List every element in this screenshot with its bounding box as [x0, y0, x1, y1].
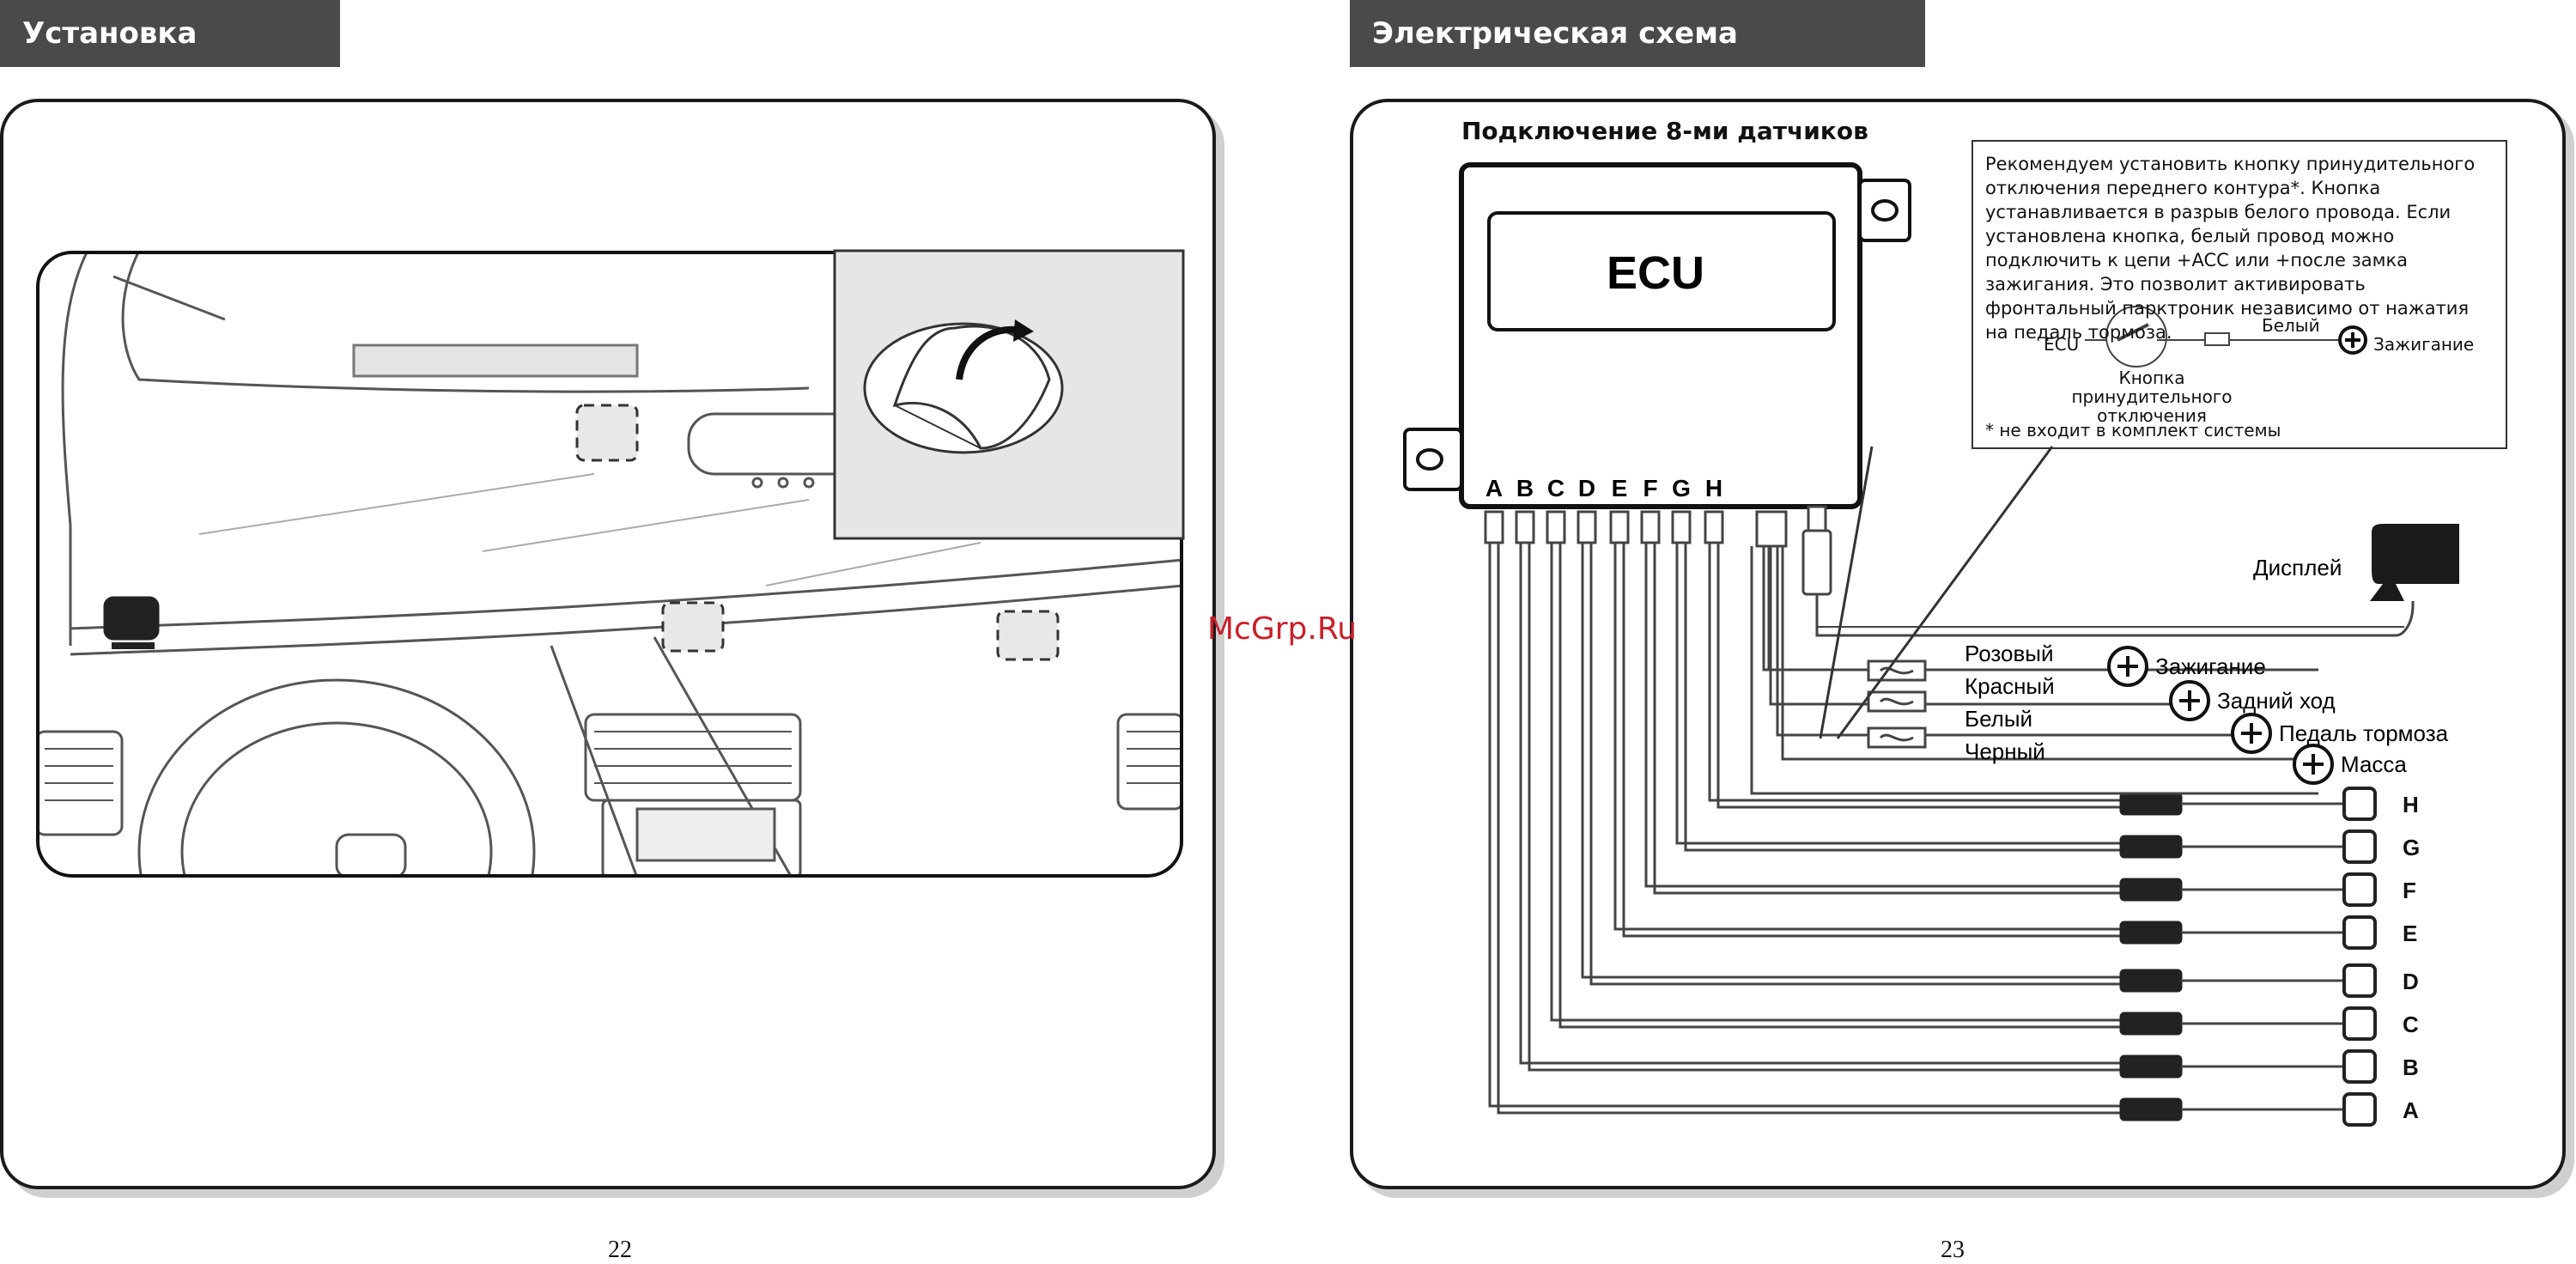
sensor-a — [2342, 1092, 2377, 1127]
left-page-header: Установка дисплея — [0, 0, 340, 118]
sensor-wire-h — [1708, 543, 2121, 802]
sensor-wire-f — [1644, 543, 2121, 888]
wire-color-label: Розовый — [1965, 641, 2053, 666]
plus-icon — [2231, 713, 2272, 754]
wire-target-label: Масса — [2341, 751, 2407, 777]
ecu-port-a: A — [1485, 475, 1503, 501]
sensor-connector-b — [2119, 1054, 2183, 1079]
right-page-header: Электрическая схема подключения — [1350, 0, 1925, 118]
watermark: McGrp.Ru — [1207, 611, 1358, 647]
wire-target-label: Зажигание — [2155, 653, 2266, 679]
left-page-number: 22 — [608, 1237, 632, 1263]
ecu-port-d: D — [1578, 475, 1595, 501]
port-connector-h — [1704, 510, 1724, 544]
sensor-g — [2342, 830, 2377, 864]
note-mini-diagram — [2085, 306, 2367, 368]
port-connector-e — [1609, 510, 1630, 544]
sensor-d — [2342, 963, 2377, 998]
sensor-connector-d — [2119, 969, 2183, 993]
port-connector-c — [1546, 510, 1566, 544]
sensor-label-e: E — [2403, 921, 2417, 946]
wire-color-label: Белый — [1965, 706, 2032, 732]
sensor-connector-h — [2119, 792, 2183, 816]
sensor-connector-e — [2119, 921, 2183, 945]
plus-icon — [2169, 680, 2210, 721]
power-wires — [1750, 505, 2415, 795]
sensor-connector-c — [2119, 1012, 2183, 1036]
note-footnote: * не входит в комплект системы — [1985, 420, 2281, 441]
port-connector-b — [1515, 510, 1535, 544]
sensor-h — [2342, 787, 2377, 821]
wire-target-label: Педаль тормоза — [2279, 720, 2449, 746]
ecu-port-e: E — [1612, 475, 1628, 501]
sensor-label-h: H — [2403, 792, 2419, 817]
recommendation-note: Рекомендуем установить кнопку принудител… — [1971, 140, 2507, 449]
sensor-label-a: A — [2403, 1097, 2419, 1123]
port-connector-g — [1671, 510, 1692, 544]
ecu-port-f: F — [1643, 475, 1657, 501]
wire-target-label: Задний ход — [2217, 688, 2336, 714]
ecu-port-c: C — [1547, 475, 1564, 501]
sensor-wire-c — [1550, 543, 2121, 1022]
ground-icon — [2293, 744, 2334, 785]
sensor-connector-g — [2119, 835, 2183, 859]
inset-mount-detail — [833, 249, 1185, 540]
fuse-holders — [1867, 659, 1927, 749]
port-connector-d — [1577, 510, 1597, 544]
port-connector-a — [1484, 510, 1504, 544]
sensor-e — [2342, 915, 2377, 950]
port-connector-f — [1640, 510, 1661, 544]
sensor-wire-d — [1581, 543, 2121, 979]
display-unit — [2370, 524, 2459, 601]
right-page-number: 23 — [1941, 1237, 1965, 1263]
sensor-wire-g — [1675, 543, 2121, 845]
sensor-label-c: C — [2403, 1012, 2419, 1037]
car-interior-illustration — [36, 249, 1185, 878]
sensor-connector-f — [2119, 878, 2183, 902]
note-text: Рекомендуем установить кнопку принудител… — [1985, 154, 2476, 343]
sensor-wire-e — [1613, 543, 2121, 931]
note-ecu-label: ECU — [2044, 334, 2080, 355]
ecu-unit — [1403, 162, 1911, 509]
wire-color-label: Черный — [1965, 738, 2045, 764]
sensor-b — [2342, 1049, 2377, 1084]
sensor-f — [2342, 872, 2377, 907]
sensor-c — [2342, 1006, 2377, 1041]
sensor-wire-a — [1488, 543, 2121, 1108]
note-ignition-label: Зажигание — [2373, 334, 2475, 355]
display-label: Дисплей — [2253, 555, 2342, 580]
sensor-connector-a — [2119, 1097, 2183, 1121]
sensor-label-f: F — [2403, 878, 2416, 903]
sensor-wire-b — [1519, 543, 2121, 1065]
ecu-port-g: G — [1672, 475, 1691, 501]
sensor-label-g: G — [2403, 835, 2420, 860]
ecu-port-b: B — [1516, 475, 1534, 501]
plus-icon — [2107, 646, 2148, 687]
note-button-label: Кнопка принудительного отключения — [2071, 368, 2233, 426]
wire-color-label: Красный — [1965, 673, 2055, 699]
note-white-label: Белый — [2262, 315, 2320, 336]
sensor-label-b: B — [2403, 1054, 2419, 1080]
diagram-title: Подключение 8-ми датчиков — [1461, 117, 1868, 145]
sensor-label-d: D — [2403, 969, 2419, 994]
ecu-label: ECU — [1607, 247, 1704, 299]
ecu-port-h: H — [1705, 475, 1722, 501]
